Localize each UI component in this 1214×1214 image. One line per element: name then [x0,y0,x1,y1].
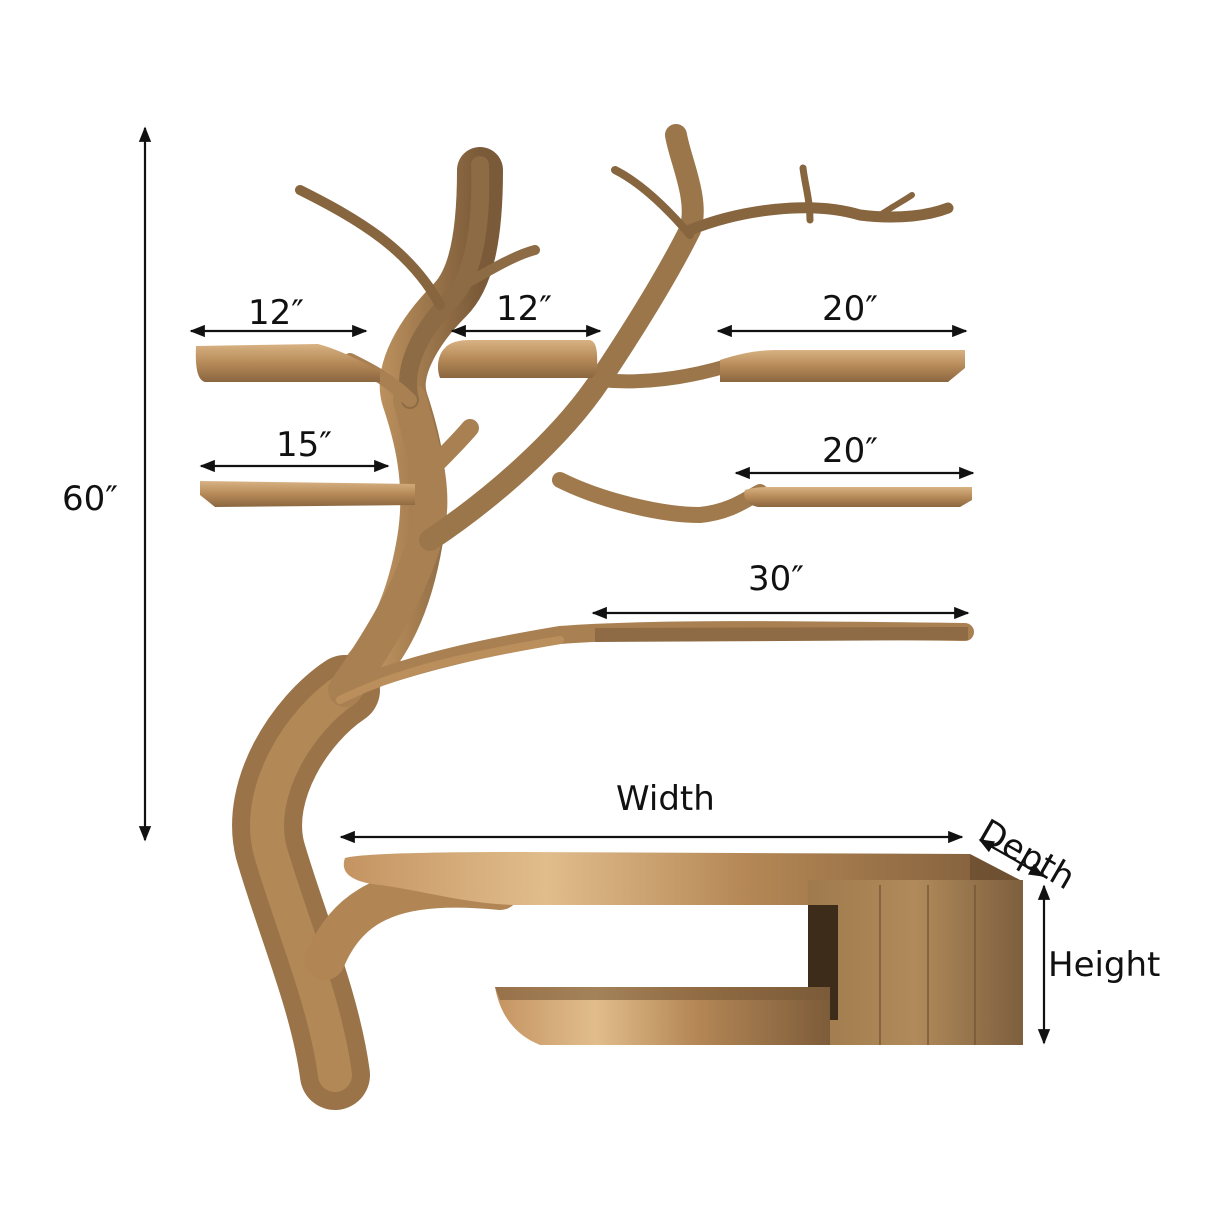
console-table [343,852,1023,1045]
shelf-bottom-branch [595,627,968,642]
label-shelf-top-right: 20″ [822,289,878,329]
shelf-top-right [720,350,965,382]
shelf-middle-left [200,481,415,507]
tree-trunk [232,124,974,1110]
label-shelf-top-left: 12″ [248,293,304,333]
arrow-depth [978,839,1045,877]
dimension-arrows [138,126,1051,1045]
label-shelf-bottom-branch: 30″ [748,559,804,599]
shelf-middle-right [744,487,972,507]
label-shelf-middle-left: 15″ [276,425,332,465]
label-console-height: Height [1048,945,1161,985]
label-console-width: Width [616,779,715,819]
label-shelf-top-middle: 12″ [496,289,552,329]
shelf-top-middle [437,340,598,378]
label-overall-height: 60″ [62,479,118,519]
shelf-top-left [195,344,380,382]
label-shelf-middle-right: 20″ [822,431,878,471]
